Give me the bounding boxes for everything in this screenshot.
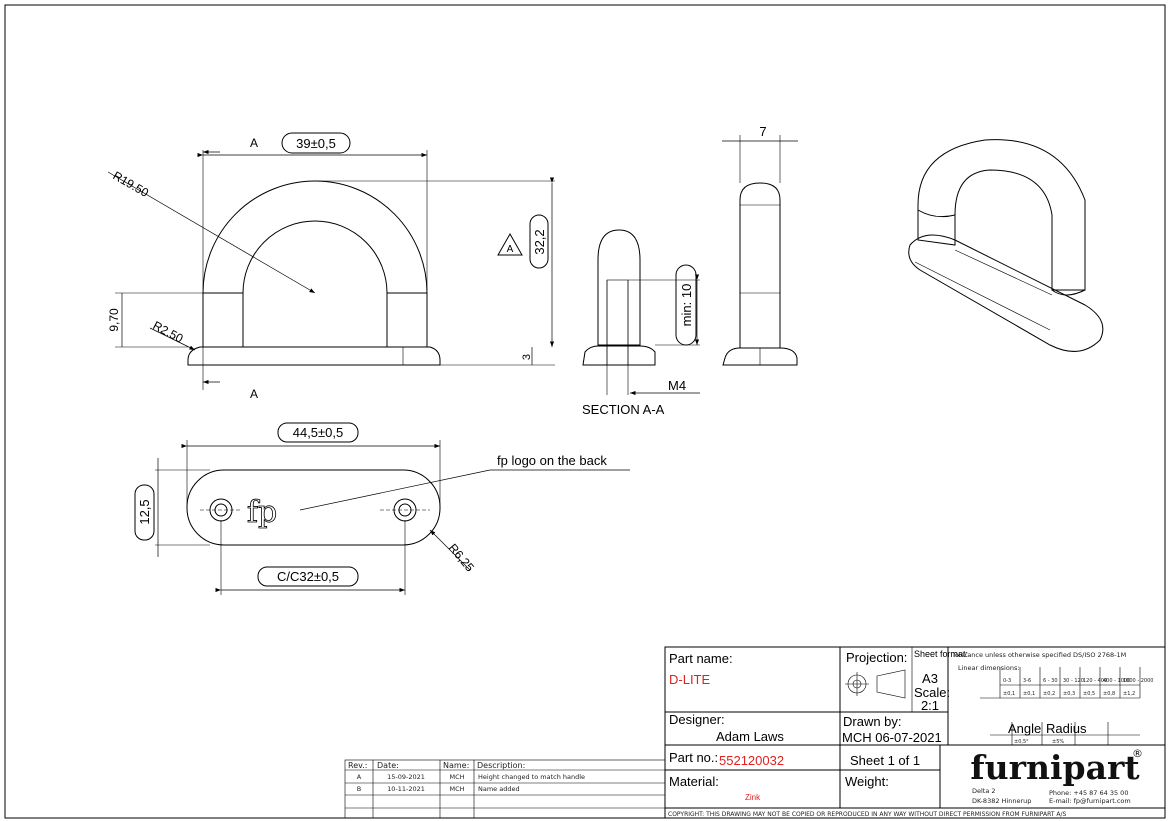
linear-label: Linear dimensions: xyxy=(958,664,1020,672)
projection-label: Projection: xyxy=(846,650,907,665)
outer-radius-label: R19.50 xyxy=(111,168,152,200)
side-view: 7 xyxy=(722,124,798,366)
width-dimension-bottom: 12,5 xyxy=(137,499,152,524)
min-depth-dimension: min: 10 xyxy=(679,284,694,327)
table-row: A 15-09-2021 MCH Height changed to match… xyxy=(357,773,585,781)
radius-label: Radius xyxy=(1046,721,1087,736)
linear-range: 400 - 1000 xyxy=(1103,678,1130,684)
address-line-2: DK-8382 Hinnerup xyxy=(972,797,1031,805)
designer-label: Designer: xyxy=(669,712,725,727)
description-cell: Height changed to match handle xyxy=(478,773,585,781)
sheet-format: A3 xyxy=(922,671,938,686)
width-dimension: 39±0,5 xyxy=(296,136,336,151)
date-cell: 15-09-2021 xyxy=(387,773,425,781)
section-view: min: 10 M4 SECTION A-A xyxy=(582,229,700,417)
address-line-1: Delta 2 xyxy=(972,787,996,795)
description-cell: Name added xyxy=(478,785,520,793)
phone: Phone: +45 87 64 35 00 xyxy=(1049,789,1128,797)
datum-marker: A xyxy=(507,244,514,255)
linear-range: 120 - 400 xyxy=(1083,678,1107,684)
leg-height-dimension: 9,70 xyxy=(107,308,121,332)
section-marker-bottom: A xyxy=(250,387,258,401)
drawn-by-label: Drawn by: xyxy=(843,714,902,729)
linear-tolerance: ±0,2 xyxy=(1043,691,1055,697)
linear-range: 30 - 120 xyxy=(1063,678,1084,684)
date-cell: 10-11-2021 xyxy=(387,785,425,793)
copyright-notice: COPYRIGHT: THIS DRAWING MAY NOT BE COPIE… xyxy=(668,811,1067,818)
linear-range: 1000 - 2000 xyxy=(1123,678,1153,684)
scale-label: Scale: xyxy=(914,685,950,700)
part-no-label: Part no.: xyxy=(669,750,718,765)
linear-tolerance: ±0,5 xyxy=(1083,691,1095,697)
height-dimension: 32,2 xyxy=(532,229,547,254)
scale: 2:1 xyxy=(921,698,939,713)
section-title: SECTION A-A xyxy=(582,402,665,417)
fp-logo: fp xyxy=(247,495,277,530)
tolerance-title: Tolerance unless otherwise specified DS/… xyxy=(951,651,1126,659)
thread-label: M4 xyxy=(668,378,686,393)
name-cell: MCH xyxy=(449,785,464,793)
name-cell: MCH xyxy=(449,773,464,781)
sheet-format-label: Sheet format: xyxy=(914,649,968,659)
linear-range: 6 - 30 xyxy=(1043,678,1058,684)
sheet-number: Sheet 1 of 1 xyxy=(850,753,920,768)
registered-mark: ® xyxy=(1132,747,1143,760)
part-name: D-LITE xyxy=(669,672,711,687)
title-block: Part name: D-LITE Designer: Adam Laws Pa… xyxy=(664,646,1166,819)
linear-range: 3-6 xyxy=(1023,678,1031,684)
linear-tolerance: ±0,8 xyxy=(1103,691,1115,697)
name-header: Name: xyxy=(443,761,469,770)
company-logo: furnipart xyxy=(970,748,1140,787)
length-dimension: 44,5±0,5 xyxy=(293,425,344,440)
linear-tolerance: ±0,1 xyxy=(1023,691,1035,697)
tolerance-table: Tolerance unless otherwise specified DS/… xyxy=(951,651,1153,745)
section-marker-top: A xyxy=(250,136,258,150)
radius-tolerance: ±5% xyxy=(1052,739,1064,745)
description-header: Description: xyxy=(477,761,525,770)
center-distance-dimension: C/C32±0,5 xyxy=(277,569,339,584)
weight-label: Weight: xyxy=(845,774,889,789)
linear-tolerance: ±1,2 xyxy=(1123,691,1135,697)
projection-symbol-icon xyxy=(845,669,906,699)
material-label: Material: xyxy=(669,774,719,789)
linear-tolerance: ±0,1 xyxy=(1003,691,1015,697)
revision-table: Rev.: Date: Name: Description: A 15-09-2… xyxy=(344,759,666,819)
linear-range: 0-3 xyxy=(1003,678,1011,684)
rev-header: Rev.: xyxy=(348,761,367,770)
linear-tolerance: ±0,3 xyxy=(1063,691,1075,697)
designer: Adam Laws xyxy=(716,729,784,744)
angle-tolerance: ±0,5° xyxy=(1014,739,1029,745)
logo-note: fp logo on the back xyxy=(497,453,607,468)
thickness-dimension: 7 xyxy=(759,124,766,139)
isometric-view xyxy=(908,139,1104,352)
date-header: Date: xyxy=(377,761,399,770)
part-name-label: Part name: xyxy=(669,651,733,666)
part-no: 552120032 xyxy=(719,753,784,768)
email: E-mail: fp@furnipart.com xyxy=(1049,797,1131,805)
front-view: 39±0,5 A A 32,2 A 3 9,70 R19.50 R2.50 xyxy=(107,132,555,401)
fillet-radius-label: R2.50 xyxy=(151,318,186,346)
rev-cell: A xyxy=(357,773,362,781)
angle-label: Angle xyxy=(1008,721,1041,736)
material: Zink xyxy=(745,793,761,802)
table-row: B 10-11-2021 MCH Name added xyxy=(357,785,520,793)
end-radius-label: R6,25 xyxy=(446,541,478,575)
bottom-view: fp fp logo on the back 44,5±0,5 12,5 C/C… xyxy=(134,422,630,595)
base-thickness-dimension: 3 xyxy=(521,354,533,360)
drawn-by: MCH 06-07-2021 xyxy=(842,730,942,745)
rev-cell: B xyxy=(357,785,361,793)
